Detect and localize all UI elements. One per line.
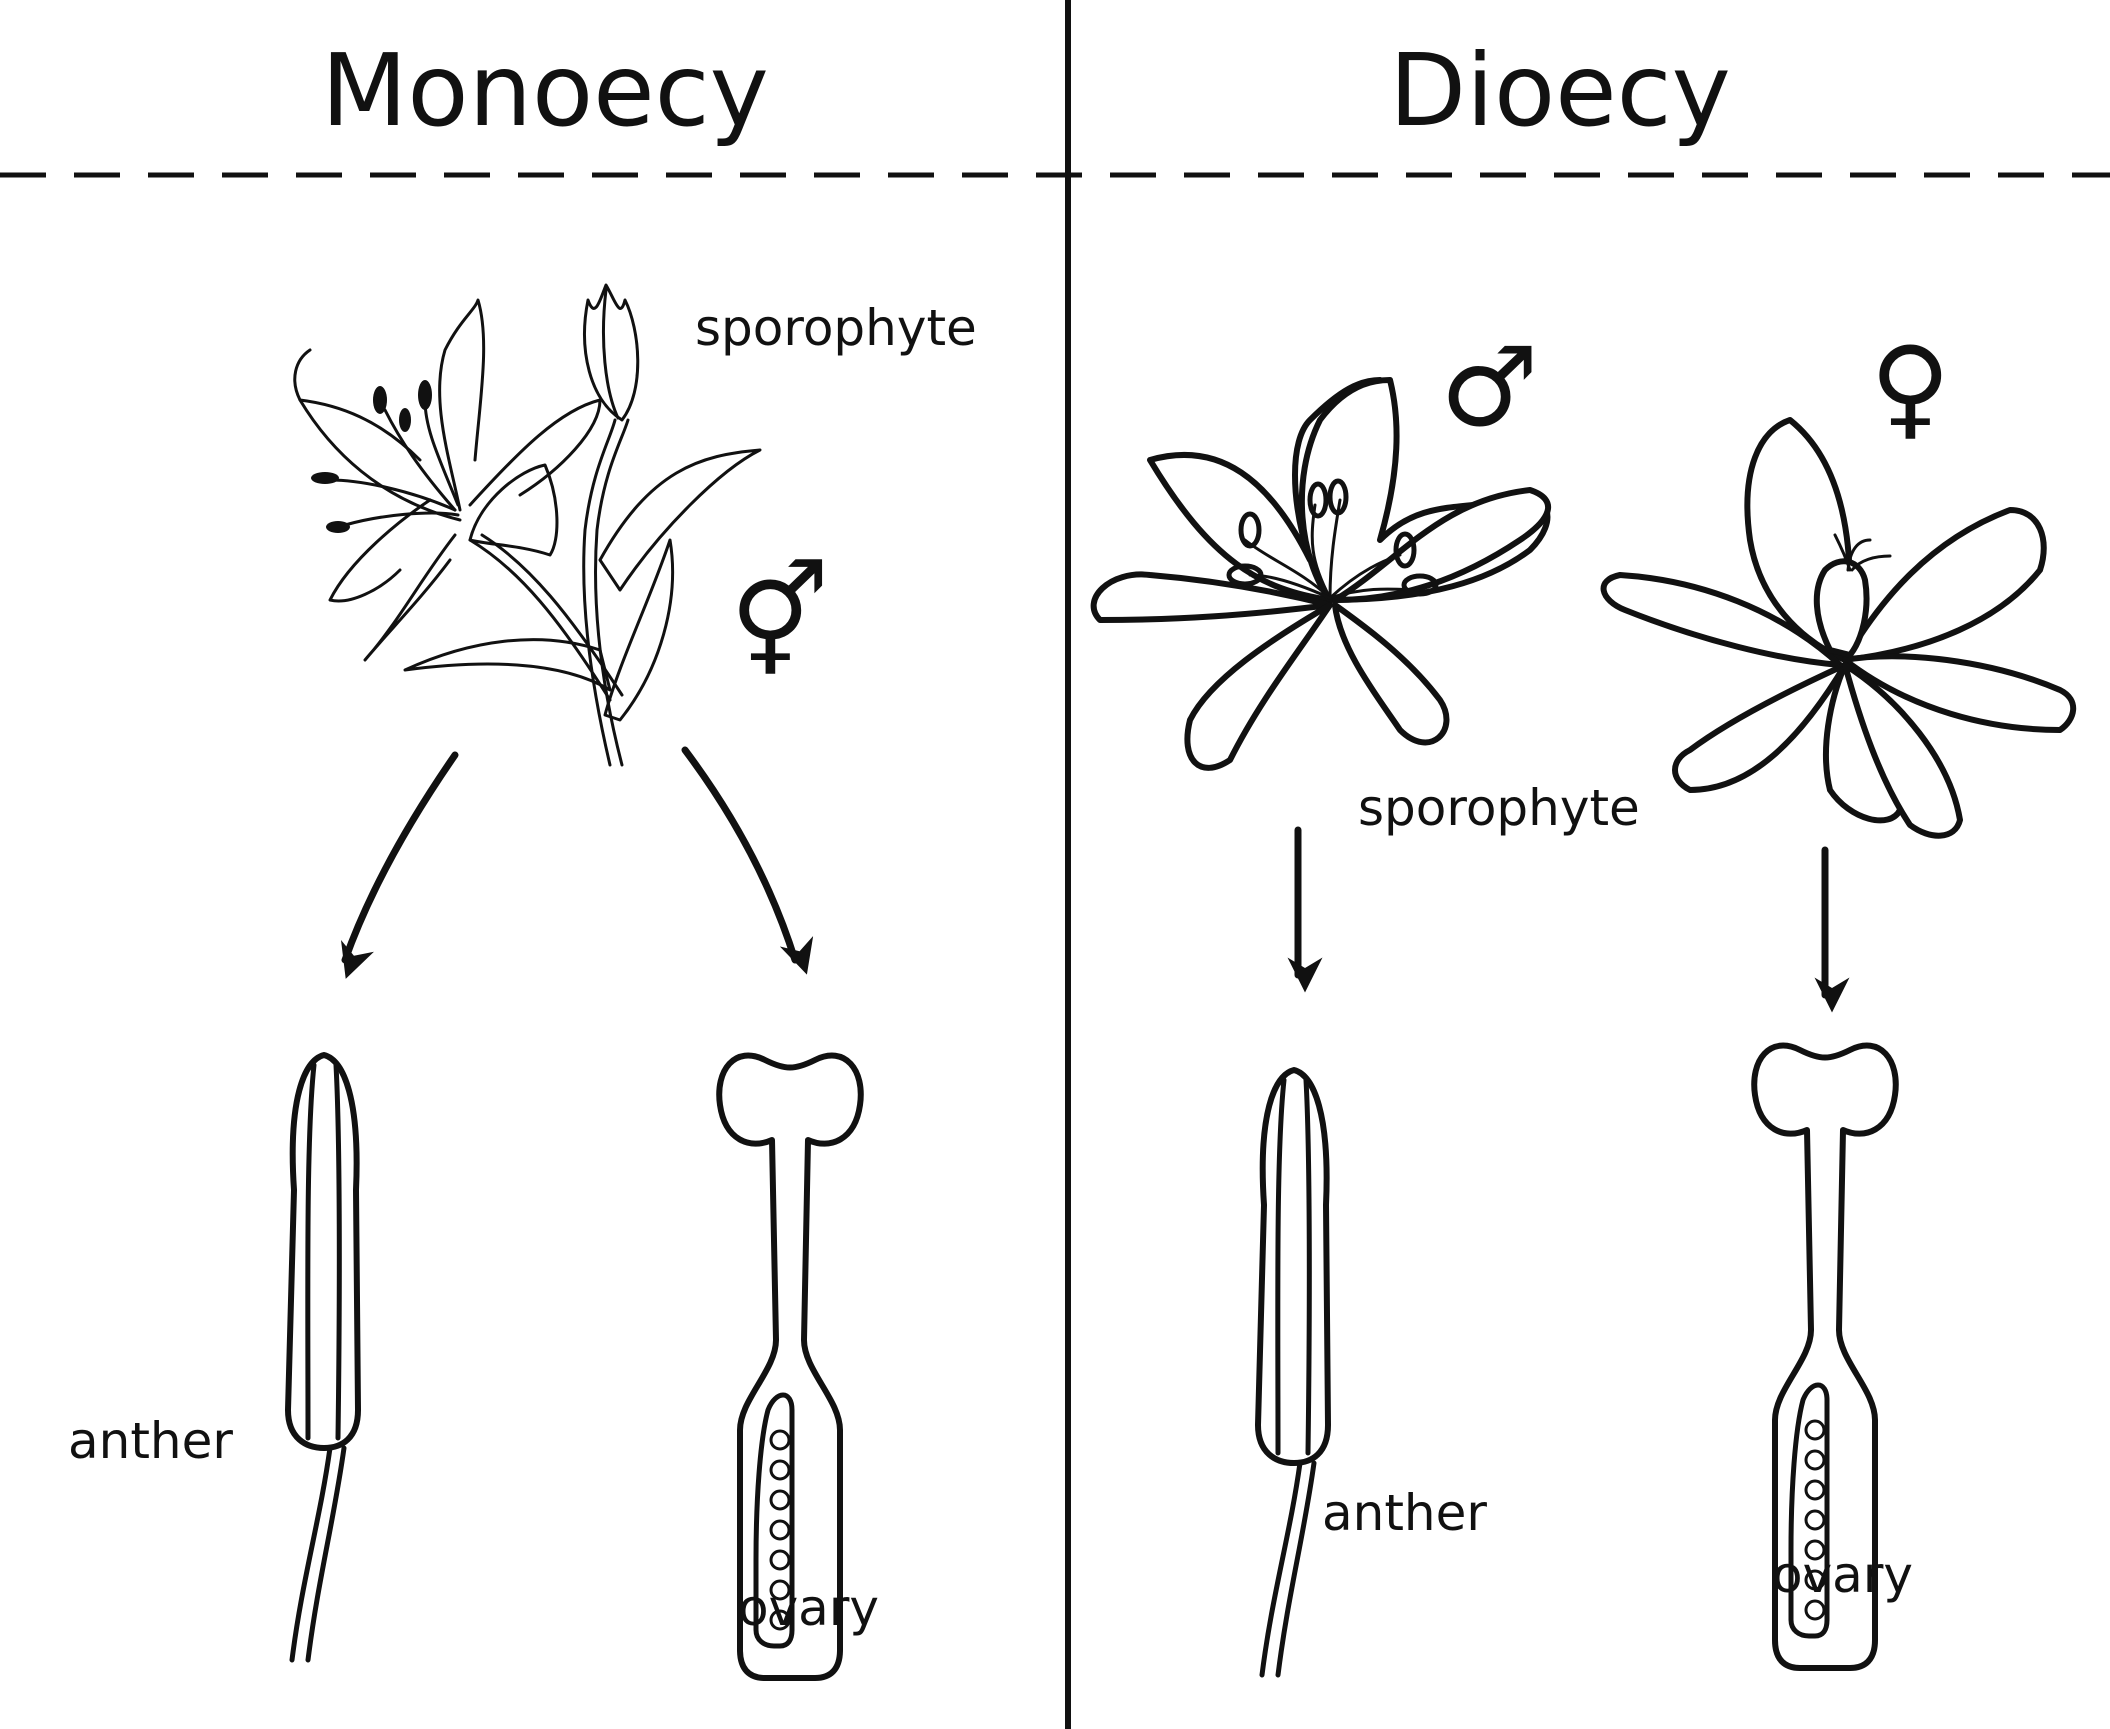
monoecy-anther xyxy=(288,1055,358,1660)
dioecy-anther-label: anther xyxy=(1322,1484,1487,1542)
arrow-to-anther xyxy=(341,751,459,979)
dioecy-anther xyxy=(1258,1070,1328,1675)
monoecy-ovary-label: ovary xyxy=(738,1579,879,1637)
arrow-to-ovary xyxy=(681,746,814,975)
hermaphrodite-symbol: ⚥ xyxy=(730,558,829,686)
female-symbol: ♀ xyxy=(1870,323,1951,451)
monoecy-anther-label: anther xyxy=(68,1412,233,1470)
lily-sporophyte-illustration xyxy=(293,283,762,767)
male-symbol: ♂ xyxy=(1440,323,1539,451)
dioecy-ovary-label: ovary xyxy=(1772,1546,1913,1604)
male-flower-illustration xyxy=(1090,377,1552,771)
dioecy-title: Dioecy xyxy=(1389,32,1731,149)
female-flower-illustration xyxy=(1600,417,2077,839)
dioecy-sporophyte-label: sporophyte xyxy=(1358,779,1640,837)
monoecy-title: Monoecy xyxy=(321,32,769,149)
monoecy-sporophyte-label: sporophyte xyxy=(695,299,977,357)
